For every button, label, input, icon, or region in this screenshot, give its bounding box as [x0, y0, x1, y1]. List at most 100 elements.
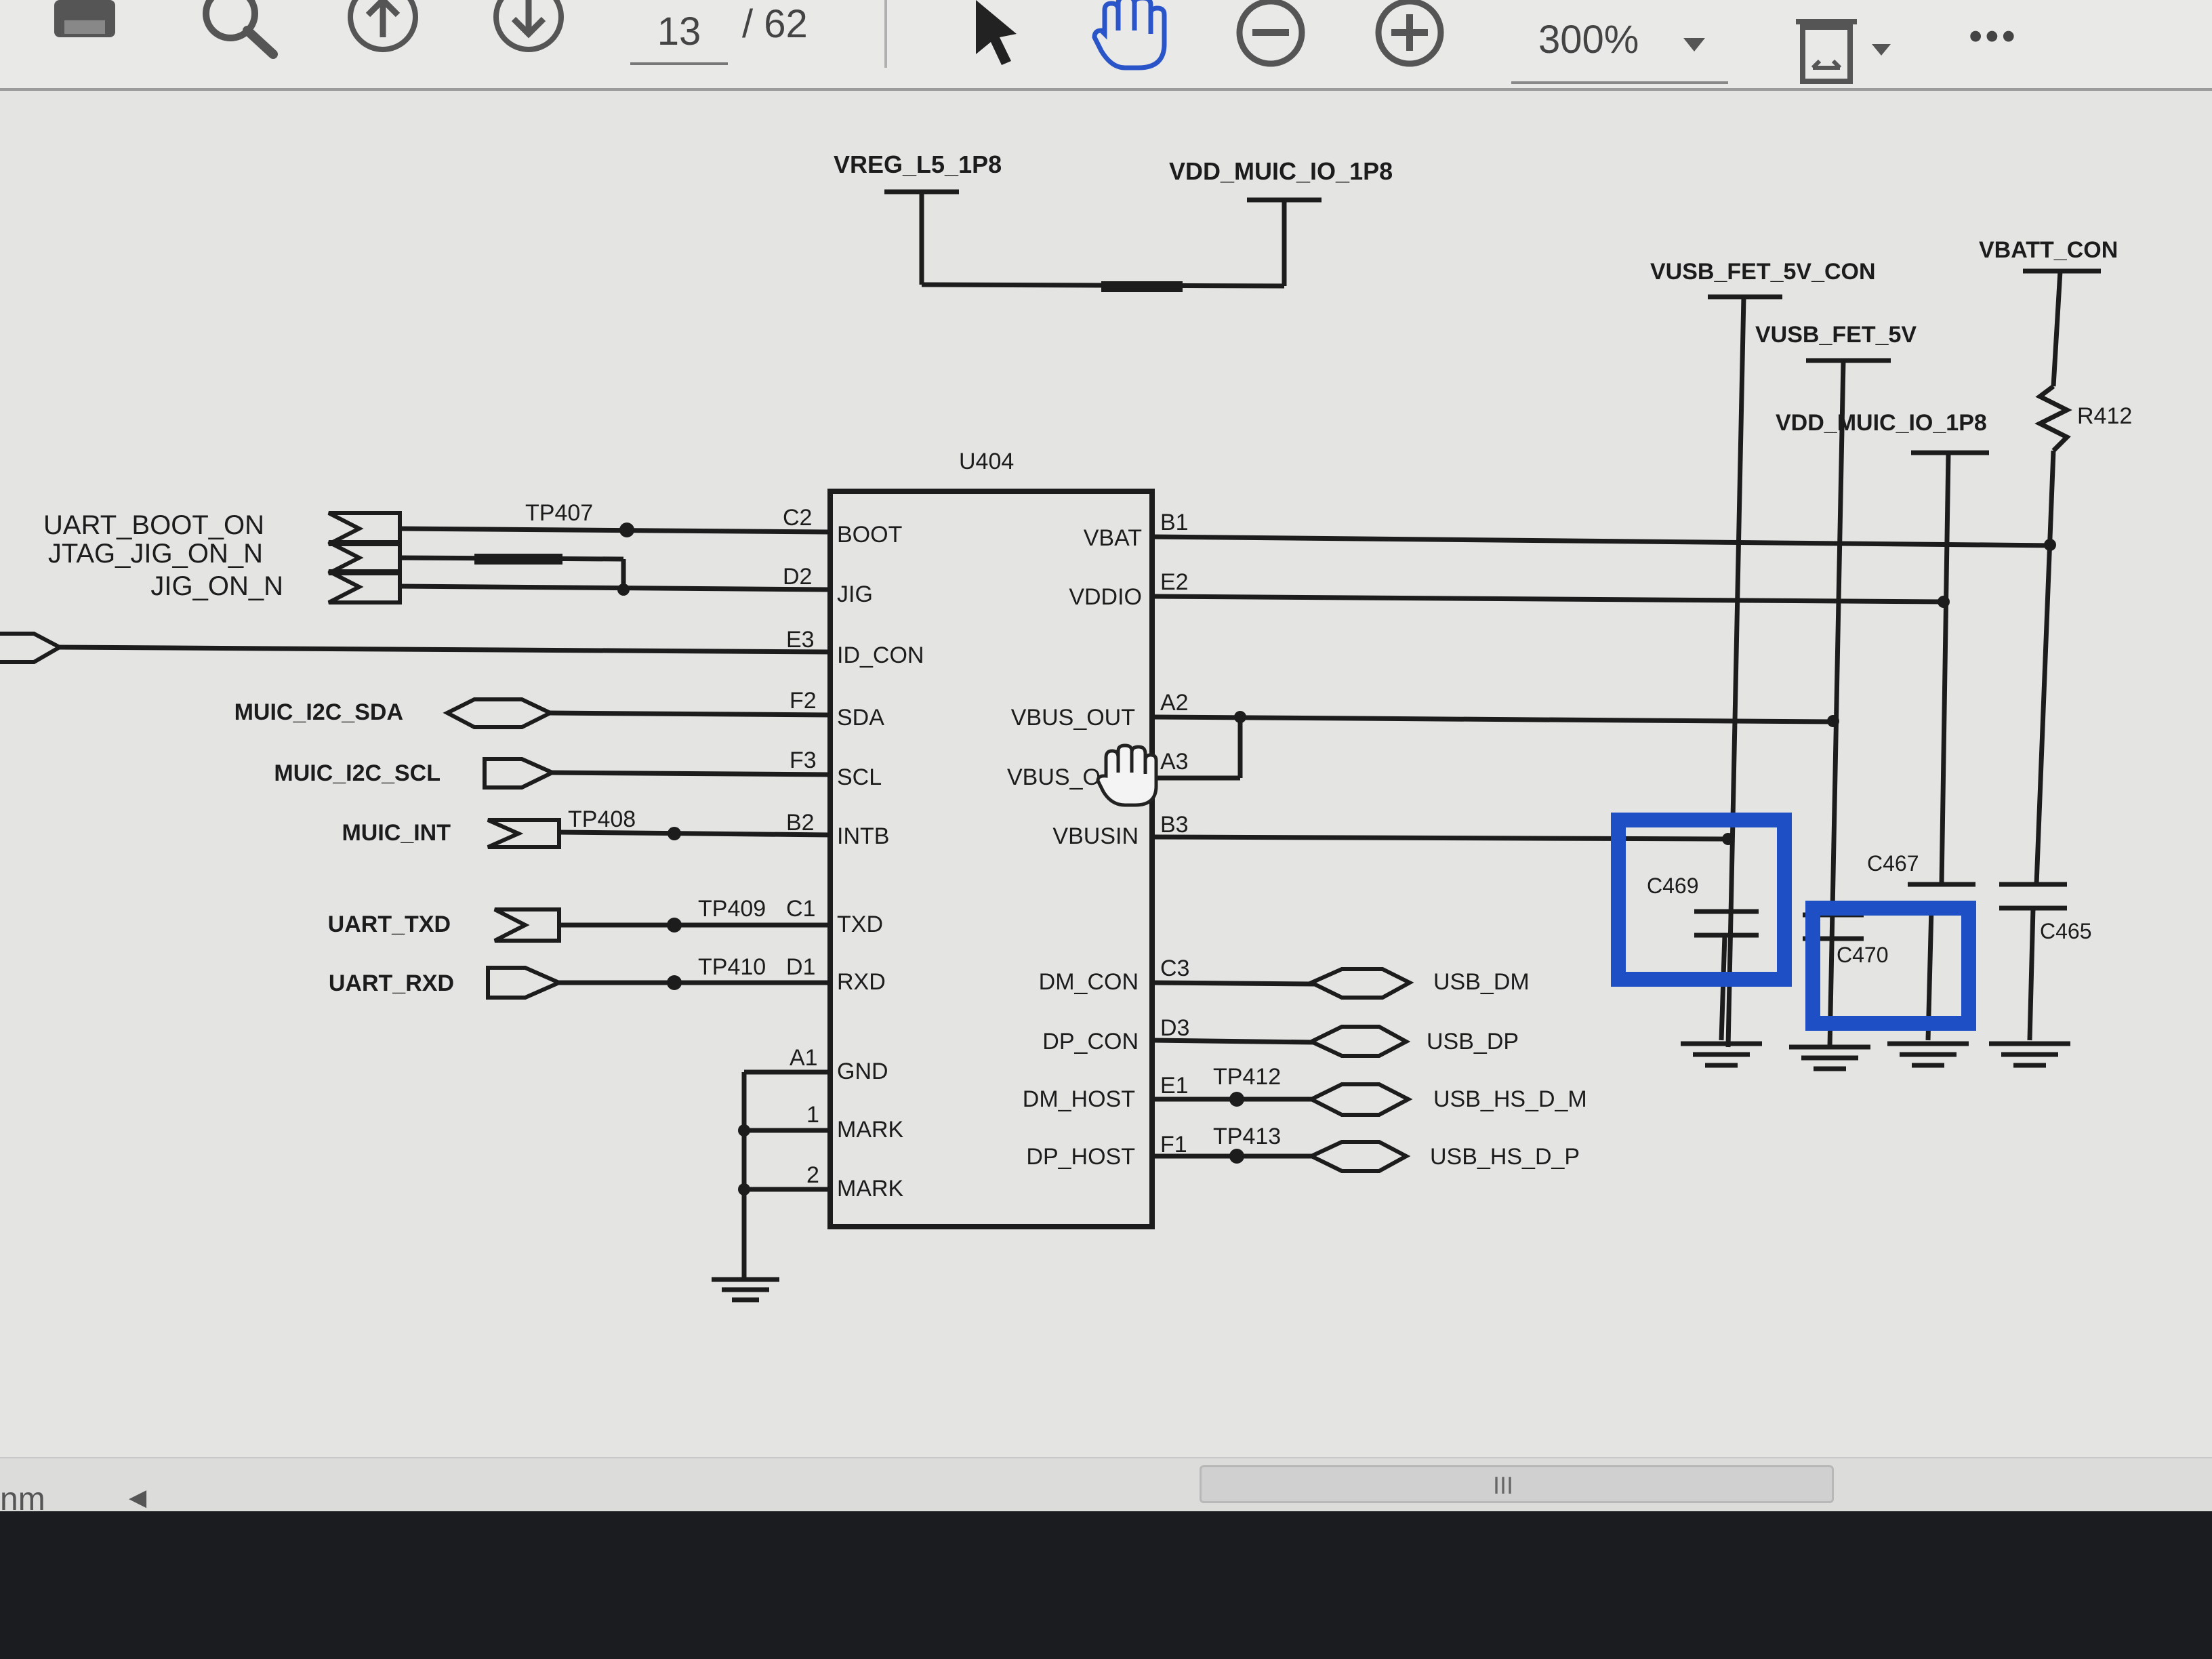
pin-num: B2: [786, 810, 815, 836]
pin-num: E3: [786, 627, 815, 653]
rail-label: VUSB_FET_5V_CON: [1650, 259, 1876, 285]
scroll-left-icon[interactable]: ◀: [129, 1485, 147, 1511]
schematic-canvas[interactable]: VREG_L5_1P8 VDD_MUIC_IO_1P8 U404 C2 BOOT…: [0, 91, 2212, 1453]
pin-name: SCL: [837, 764, 882, 790]
pin-name: VBUSIN: [1052, 823, 1139, 849]
chip-u404-body[interactable]: [827, 489, 1155, 1229]
fit-page-icon[interactable]: [1796, 7, 1898, 88]
pin-num: 2: [806, 1162, 819, 1188]
rail-labels: VUSB_FET_5V_CON VUSB_FET_5V VDD_MUIC_IO_…: [1650, 237, 2118, 436]
zoom-in-icon[interactable]: [1372, 0, 1447, 75]
pin-num: D1: [786, 954, 815, 980]
right-net-labels: USB_DM USB_DP USB_HS_D_M USB_HS_D_P: [1427, 969, 1587, 1170]
pin-name: MARK: [837, 1176, 904, 1202]
pin-num: C2: [783, 505, 812, 531]
chip-right-pins: B1 VBAT E2 VDDIO A2 VBUS_OUT A3 VBUS_O B…: [1007, 510, 1189, 1170]
pin-name: DM_HOST: [1023, 1086, 1135, 1112]
capacitor-labels: C469 C470 C467 C465: [1647, 851, 2092, 967]
tp-label: TP413: [1213, 1124, 1281, 1149]
net-label-vreg: VREG_L5_1P8: [834, 150, 1002, 178]
page-down-icon[interactable]: [488, 0, 569, 54]
net-label: MUIC_I2C_SDA: [234, 699, 403, 725]
pin-num: F3: [790, 747, 817, 773]
net-label: USB_HS_D_M: [1433, 1086, 1587, 1112]
pin-num: E2: [1160, 569, 1189, 595]
status-bar: III: [0, 1457, 2212, 1511]
zoom-select[interactable]: 300%: [1511, 7, 1728, 84]
highlight-box-c470: [1805, 901, 1976, 1031]
left-wires: [57, 526, 831, 1303]
junction-dots: [617, 523, 1244, 1195]
right-wires: [1151, 534, 2054, 1159]
cap-label: C467: [1867, 851, 1919, 876]
pin-name: VBUS_O: [1007, 764, 1101, 790]
hand-tool-icon[interactable]: [1091, 0, 1172, 71]
search-icon[interactable]: [193, 0, 281, 61]
pin-num: B1: [1160, 510, 1189, 535]
toolbar-divider: [884, 0, 887, 68]
pin-name: DM_CON: [1039, 969, 1139, 995]
horizontal-scrollbar[interactable]: III: [1200, 1465, 1834, 1503]
net-label: UART_BOOT_ON: [43, 510, 264, 540]
tp-label: TP407: [525, 500, 593, 526]
left-connectors: [0, 511, 565, 1000]
rail-label: VBATT_CON: [1979, 237, 2118, 263]
pin-name: RXD: [837, 969, 886, 995]
more-icon[interactable]: •••: [1969, 14, 2018, 58]
pin-num: A3: [1160, 749, 1189, 775]
pin-name: GND: [837, 1059, 888, 1084]
scroll-thumb-grip[interactable]: III: [1493, 1473, 1514, 1500]
pin-name: MARK: [837, 1117, 904, 1143]
net-label: MUIC_INT: [342, 820, 451, 846]
cap-label: C470: [1837, 943, 1889, 967]
net-label: UART_TXD: [328, 912, 451, 937]
page-number-input[interactable]: [630, 0, 728, 65]
cap-label: C469: [1647, 874, 1699, 898]
tp-label: TP410: [698, 954, 766, 980]
net-label: USB_DP: [1427, 1029, 1519, 1054]
net-label: JTAG_JIG_ON_N: [48, 539, 263, 569]
pin-name: ID_CON: [837, 642, 924, 668]
net-label: UART_RXD: [329, 970, 454, 996]
pin-num: 1: [806, 1102, 819, 1128]
tp-label: TP409: [698, 896, 766, 922]
toolbar: / 62 300% •••: [0, 0, 2212, 91]
select-arrow-icon[interactable]: [962, 0, 1030, 68]
pin-num: C1: [786, 896, 815, 922]
print-icon[interactable]: [47, 0, 122, 47]
zoom-value: 300%: [1538, 18, 1639, 62]
highlight-box-c469: [1611, 813, 1792, 987]
total-pages: / 62: [742, 2, 808, 46]
pin-num: F1: [1160, 1132, 1187, 1158]
pin-name: DP_HOST: [1026, 1144, 1135, 1170]
chip-ref: U404: [959, 449, 1014, 474]
pin-name: VBAT: [1084, 525, 1142, 551]
pin-name: DP_CON: [1042, 1029, 1139, 1054]
net-label: USB_HS_D_P: [1430, 1144, 1580, 1170]
pin-name: VDDIO: [1069, 584, 1142, 610]
tp-label: TP412: [1213, 1064, 1281, 1090]
zoom-out-icon[interactable]: [1233, 0, 1308, 75]
pin-name: TXD: [837, 912, 883, 937]
pin-num: D3: [1160, 1015, 1189, 1041]
pin-name: INTB: [837, 823, 889, 849]
page-up-icon[interactable]: [342, 0, 424, 54]
left-net-labels-small: MUIC_I2C_SDA MUIC_I2C_SCL MUIC_INT UART_…: [234, 699, 454, 996]
dropdown-caret-icon: [1681, 34, 1708, 54]
rail-label: VDD_MUIC_IO_1P8: [1776, 410, 1987, 436]
pin-num: A1: [790, 1045, 818, 1071]
pdf-viewer: / 62 300% •••: [0, 0, 2212, 1511]
pin-name: JIG: [837, 581, 873, 607]
units-label: nm: [0, 1481, 45, 1511]
power-rails: [1681, 268, 2101, 1071]
net-label: JIG_ON_N: [150, 571, 283, 601]
pin-num: C3: [1160, 956, 1189, 981]
rail-junctions: [1234, 539, 2056, 845]
chip-left-pins: C2 BOOT D2 JIG E3 ID_CON F2 SDA F3 SCL B…: [783, 505, 924, 1202]
pin-num: B3: [1160, 812, 1189, 838]
right-connectors: [1306, 967, 1414, 1173]
net-label: USB_DM: [1433, 969, 1530, 995]
pin-num: F2: [790, 688, 817, 714]
left-net-labels: UART_BOOT_ON JTAG_JIG_ON_N JIG_ON_N: [43, 510, 283, 601]
cap-label: C465: [2040, 919, 2092, 943]
